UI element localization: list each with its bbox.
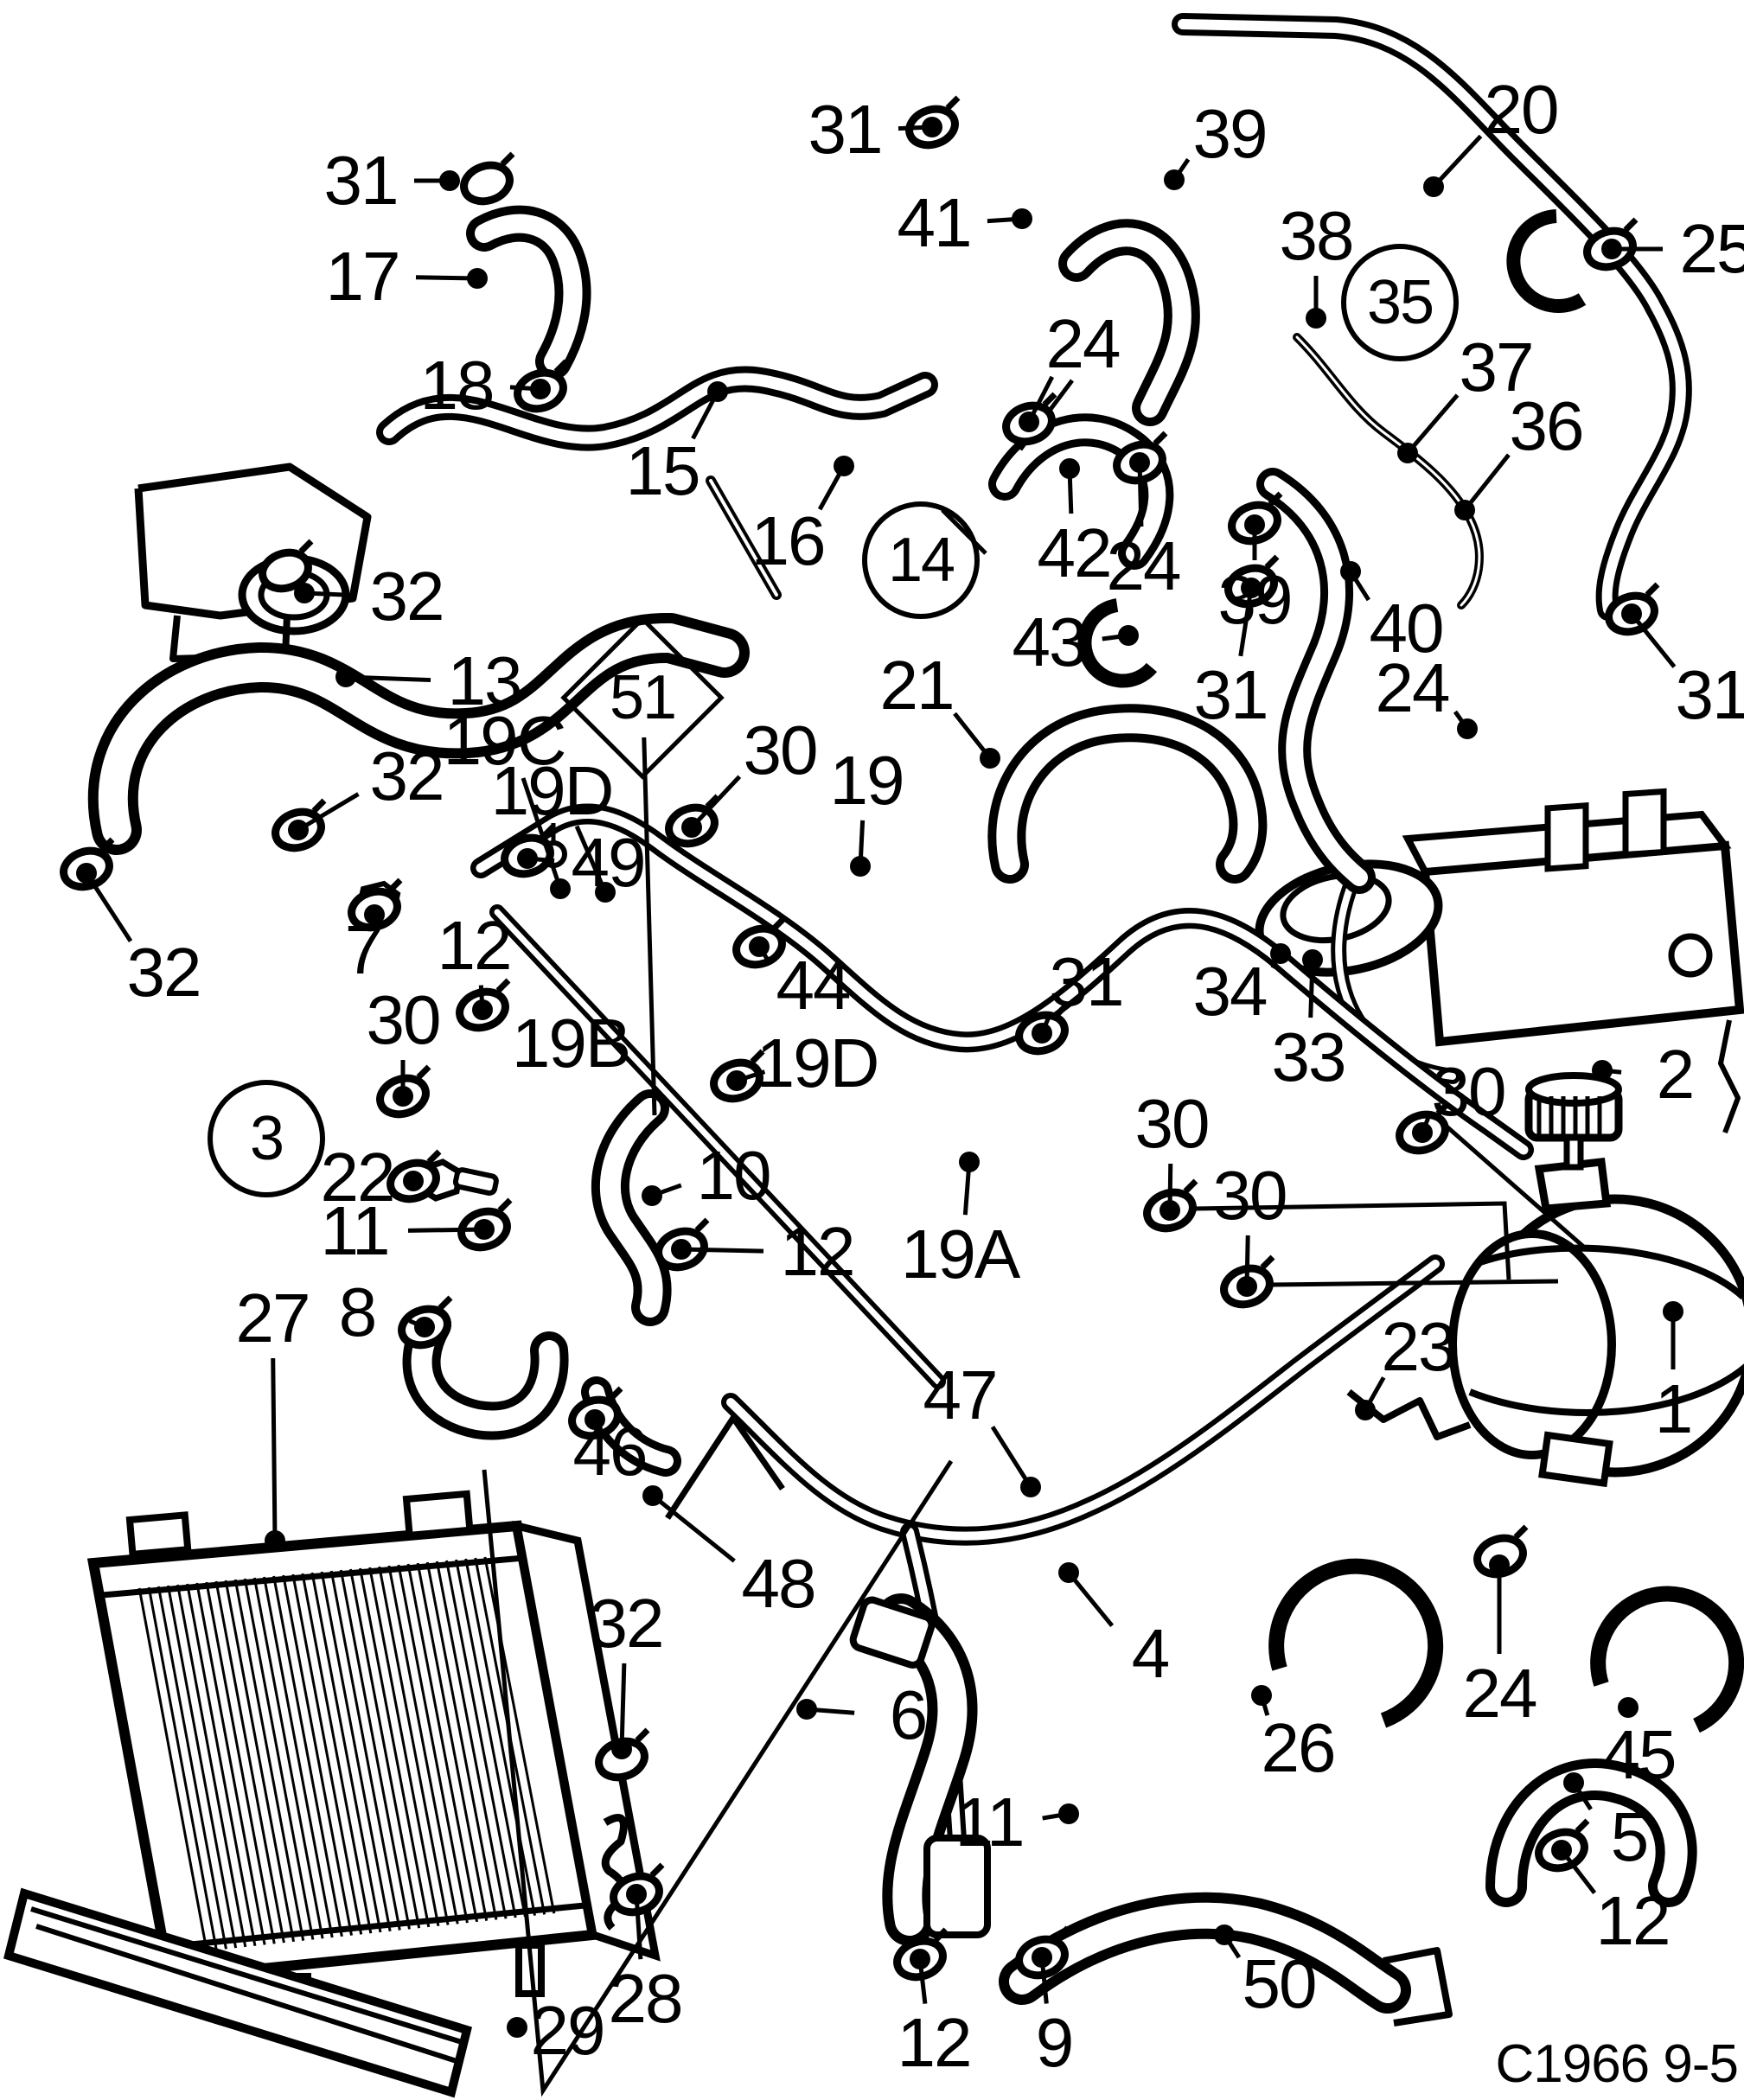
callout-24-15: 24 (1045, 305, 1121, 382)
callout-32-34: 32 (126, 934, 202, 1011)
callout-44-44: 44 (776, 947, 852, 1024)
callout-19C-29: 19C (443, 702, 567, 779)
fan-shroud-drawing (3, 1887, 472, 2098)
callout-13-32: 13 (447, 642, 523, 719)
callout-49-27: 49 (571, 824, 647, 901)
callout-16-4: 16 (751, 502, 827, 579)
callout-29-67: 29 (530, 1992, 606, 2069)
callout-43-18: 43 (1012, 603, 1088, 680)
callout-39-19: 39 (1217, 561, 1294, 638)
callout-20-9: 20 (1484, 71, 1560, 148)
callout-31-45: 31 (1049, 943, 1125, 1020)
callout-24-60: 24 (1462, 1655, 1538, 1732)
callout-11-41: 11 (320, 1192, 390, 1269)
figure-code: C1966 9-5 (1495, 2034, 1739, 2094)
expansion-tank-drawing (1346, 1072, 1744, 1488)
callout-10-47: 10 (696, 1137, 772, 1214)
callout-5-72: 5 (1610, 1798, 1649, 1875)
callout-32-33: 32 (369, 737, 445, 814)
callout-30-37: 30 (366, 981, 442, 1058)
callout-23-58: 23 (1381, 1308, 1457, 1385)
callout-1-59: 1 (1654, 1370, 1693, 1447)
callout-4-64: 4 (1131, 1615, 1170, 1692)
callout-11-65: 11 (955, 1784, 1025, 1861)
callout-31-6: 31 (808, 91, 884, 168)
callout-45-71: 45 (1601, 1716, 1677, 1793)
callout-21-24: 21 (879, 647, 955, 724)
callout-7-35: 7 (344, 911, 383, 988)
callout-19B-38: 19B (511, 1005, 631, 1082)
callout-47-51: 47 (923, 1356, 999, 1433)
callout-28-66: 28 (608, 1960, 684, 2037)
callout-35-12: 35 (1341, 244, 1459, 361)
callout-32-31: 32 (369, 558, 445, 635)
callout-48-61: 48 (741, 1545, 817, 1622)
callout-31-22: 31 (1193, 656, 1269, 733)
callout-34-52: 34 (1192, 953, 1268, 1030)
callout-30-57: 30 (1212, 1157, 1288, 1234)
clips-drawing (1077, 209, 1744, 1733)
hoses-drawing (113, 24, 1681, 2027)
callout-2-54: 2 (1656, 1036, 1695, 1113)
callout-37-13: 37 (1459, 329, 1535, 405)
callout-19D-30: 19D (490, 752, 615, 829)
callout-30-26: 30 (743, 712, 819, 788)
callout-50-74: 50 (1242, 1945, 1318, 2022)
radiator-drawing (86, 1490, 661, 2028)
callout-9-69: 9 (1035, 2004, 1074, 2081)
callout-14-5: 14 (862, 501, 980, 619)
callout-22-40: 22 (320, 1139, 396, 1216)
callout-3-39: 3 (208, 1080, 325, 1197)
callout-12-68: 12 (897, 2004, 973, 2081)
callout-32-62: 32 (589, 1585, 665, 1662)
callout-12-36: 12 (437, 907, 513, 984)
callout-18-2: 18 (419, 347, 495, 424)
callout-26-70: 26 (1261, 1709, 1337, 1786)
callout-39-8: 39 (1192, 95, 1268, 172)
callout-12-48: 12 (780, 1213, 856, 1290)
callout-6-63: 6 (889, 1676, 928, 1753)
callout-31-0: 31 (323, 142, 399, 219)
callout-36-14: 36 (1509, 387, 1585, 464)
callout-30-55: 30 (1431, 1053, 1507, 1130)
callout-8-43: 8 (338, 1273, 377, 1350)
callout-19A-49: 19A (900, 1216, 1020, 1293)
callout-19-25: 19 (829, 742, 905, 819)
callout-33-53: 33 (1271, 1018, 1347, 1095)
callout-31-23: 31 (1675, 656, 1744, 733)
callout-19D-46: 19D (756, 1024, 880, 1101)
callout-38-11: 38 (1279, 197, 1355, 274)
callout-42-16: 42 (1037, 514, 1113, 591)
callout-17-1: 17 (325, 238, 401, 315)
callout-25-10: 25 (1679, 210, 1744, 287)
callout-27-42: 27 (235, 1280, 311, 1356)
callout-24-21: 24 (1375, 649, 1451, 726)
callout-40-20: 40 (1369, 590, 1445, 667)
callout-46-50: 46 (572, 1413, 648, 1490)
callout-15-3: 15 (625, 432, 701, 509)
callout-12-73: 12 (1595, 1882, 1671, 1959)
callout-24-17: 24 (1106, 527, 1182, 604)
callout-41-7: 41 (897, 184, 973, 261)
callout-30-56: 30 (1134, 1085, 1211, 1162)
